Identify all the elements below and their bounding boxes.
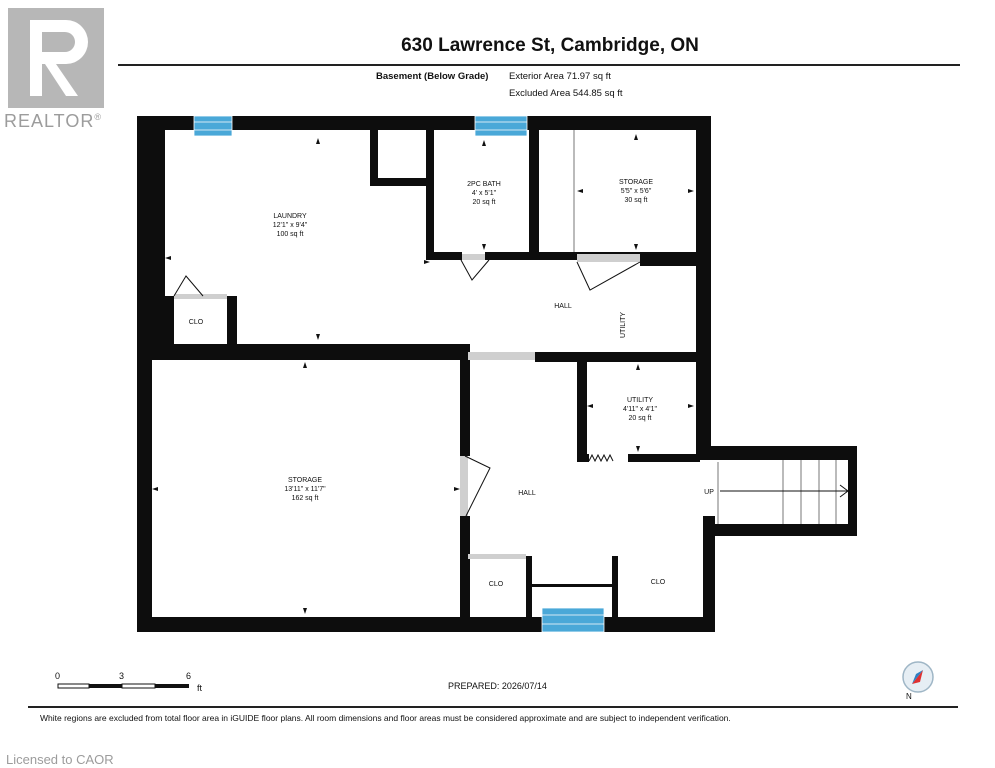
wall-right-lower	[703, 516, 715, 632]
room-utility-dims: 4'11" x 4'1"	[623, 406, 657, 413]
room-storage-small-name: STORAGE	[618, 179, 654, 186]
room-storage-large: STORAGE 13'11" x 11'7" 162 sq ft	[284, 476, 325, 503]
room-hall-lower: HALL	[518, 490, 536, 497]
wall-laundry-bottom	[152, 344, 468, 360]
room-utility-vertical: UTILITY	[620, 311, 627, 338]
wall-bottom	[137, 617, 715, 632]
room-storage-small-area: 30 sq ft	[624, 197, 648, 204]
level-label: Basement (Below Grade)	[376, 71, 489, 82]
scale-six: 6	[186, 671, 192, 681]
room-utility-small: UTILITY 4'11" x 4'1" 20 sq ft	[623, 396, 657, 423]
compass-icon	[902, 661, 934, 693]
page-title: 630 Lawrence St, Cambridge, ON	[401, 35, 699, 56]
room-bath-name: 2PC BATH	[467, 181, 501, 188]
realtor-r-mark-icon	[30, 20, 88, 96]
room-clo-hall-left: CLO	[488, 581, 504, 588]
room-storage-large-area: 162 sq ft	[291, 495, 319, 502]
room-laundry-dims: 12'1" x 9'4"	[272, 222, 308, 229]
wall-left	[137, 116, 152, 632]
window-hall	[541, 607, 605, 633]
room-2pc-bath: 2PC BATH 4' x 5'1" 20 sq ft	[467, 180, 501, 207]
licensed-text: Licensed to CAOR	[6, 752, 114, 767]
excluded-area: Excluded Area 544.85 sq ft	[509, 88, 623, 99]
room-utility-name: UTILITY	[626, 397, 654, 404]
realtor-wordmark: REALTOR®	[4, 111, 102, 131]
scale-unit: ft	[197, 683, 203, 693]
footer-divider	[28, 706, 958, 708]
window-laundry	[193, 115, 233, 137]
scale-three: 3	[119, 671, 125, 681]
prepared-date: PREPARED: 2026/07/14	[448, 681, 547, 691]
disclaimer-text: White regions are excluded from total fl…	[40, 713, 731, 723]
scale-zero: 0	[55, 671, 61, 681]
stairs-up-label: UP	[704, 489, 714, 496]
room-laundry: LAUNDRY 12'1" x 9'4" 100 sq ft	[273, 212, 308, 239]
wall-stair-bottom	[703, 524, 857, 536]
room-laundry-name: LAUNDRY	[273, 213, 307, 220]
room-storage-large-dims: 13'11" x 11'7"	[284, 486, 326, 493]
room-clo-hall-right: CLO	[650, 579, 666, 586]
title-divider	[118, 64, 960, 66]
room-utility-area: 20 sq ft	[628, 415, 652, 422]
wall-stair-top	[696, 446, 857, 460]
wall-right-upper	[696, 116, 711, 454]
room-clo-laundry: CLO	[188, 319, 204, 326]
window-bath	[474, 115, 528, 137]
room-bath-dims: 4' x 5'1"	[471, 190, 497, 197]
room-storage-small: STORAGE 5'5" x 5'6" 30 sq ft	[619, 178, 653, 205]
compass-north-label: N	[906, 692, 912, 701]
wall-stair-end	[848, 446, 857, 536]
room-laundry-area: 100 sq ft	[276, 231, 304, 238]
room-storage-large-name: STORAGE	[287, 477, 323, 484]
room-hall-upper: HALL	[554, 303, 572, 310]
exterior-area: Exterior Area 71.97 sq ft	[509, 71, 611, 82]
wall-top	[137, 116, 711, 130]
room-storage-small-dims: 5'5" x 5'6"	[620, 188, 652, 195]
room-bath-area: 20 sq ft	[472, 199, 496, 206]
